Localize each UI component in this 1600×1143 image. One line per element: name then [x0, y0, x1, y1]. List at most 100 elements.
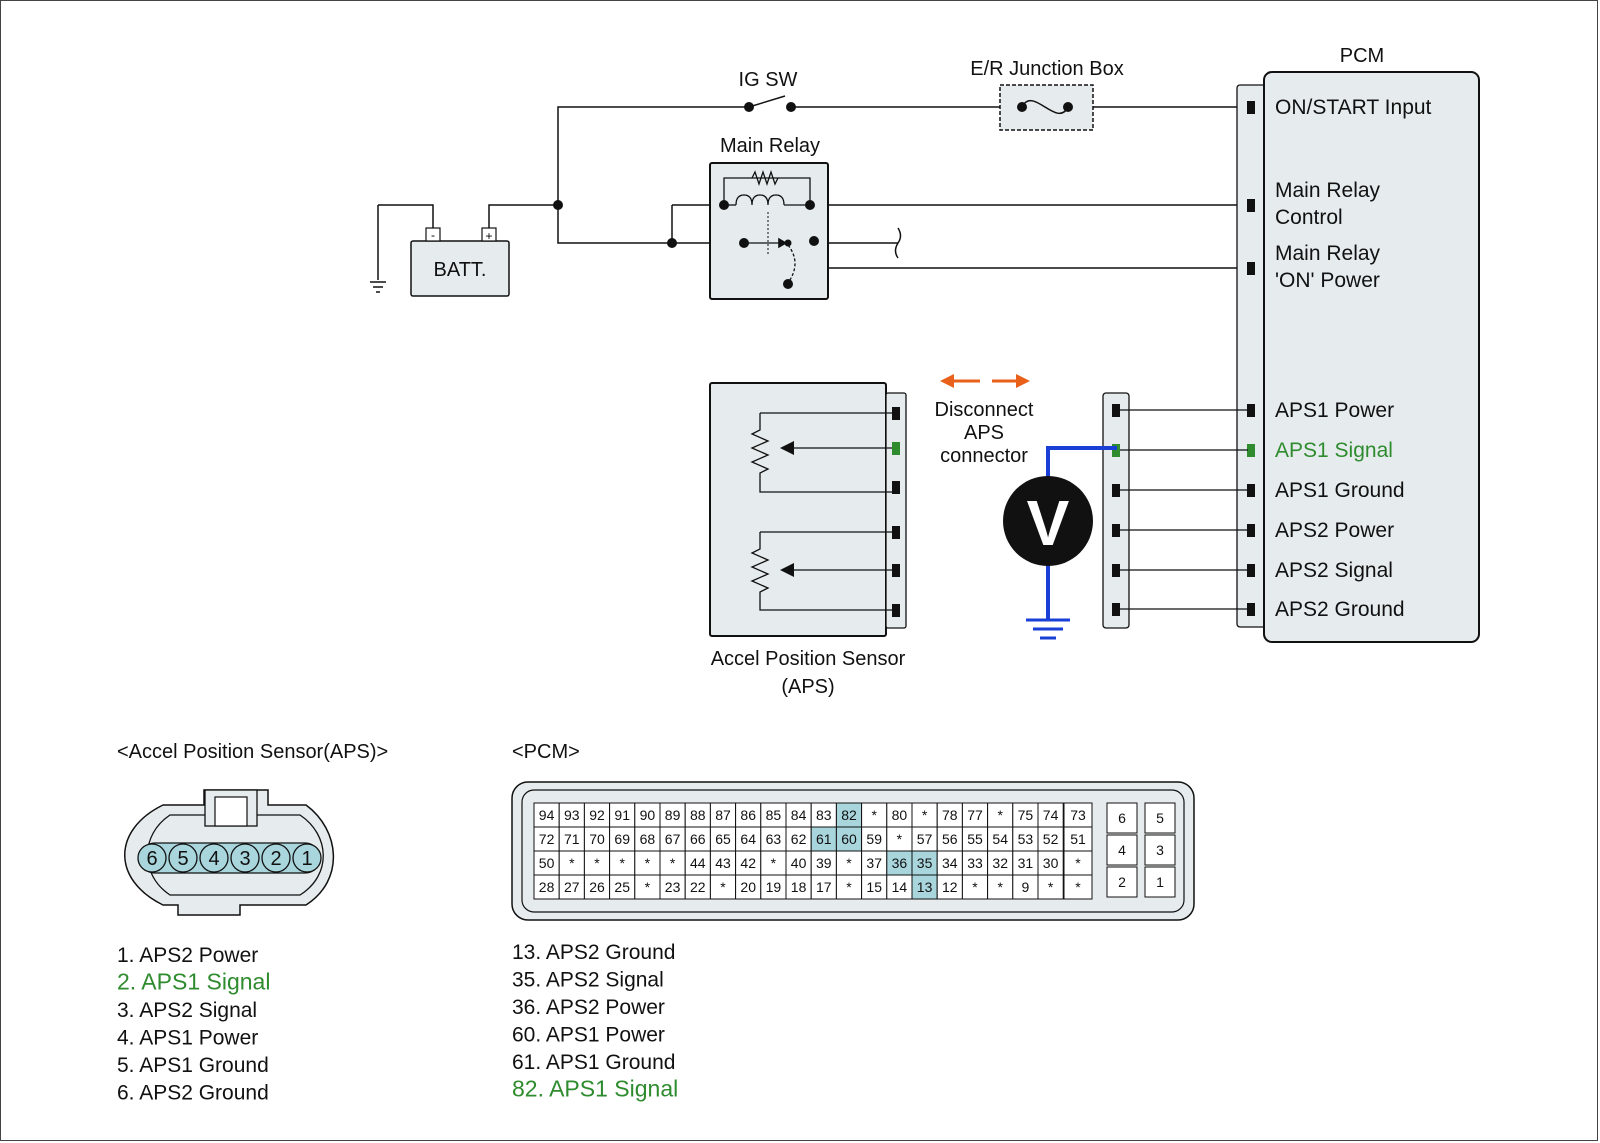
pcm-grid-cell-label: 32 — [992, 855, 1008, 871]
pcm-grid-cell: 13 — [911, 874, 938, 900]
aps-face-pin-number: 3 — [239, 848, 250, 870]
pcm-grid-cell-label: 18 — [791, 879, 807, 895]
aps-pin — [892, 564, 900, 577]
voltmeter-label: V — [1027, 487, 1070, 559]
pcm-grid-cell: * — [634, 874, 661, 900]
pcm-grid-cell-label: 72 — [539, 831, 555, 847]
pcm-grid-cell: 70 — [583, 826, 611, 852]
pcm-grid-cell: 82 — [835, 802, 863, 828]
pcm-grid-cell-label: 54 — [992, 831, 1008, 847]
pcm-grid-cell: 90 — [634, 802, 661, 828]
pcm-grid-cell: 94 — [533, 802, 560, 828]
pcm-grid-cell: 89 — [659, 802, 686, 828]
pcm-pin: APS2 Signal — [1247, 559, 1393, 582]
pcm-pin-label: APS1 Signal — [1275, 439, 1393, 462]
pcm-grid-cell-label: 53 — [1018, 831, 1034, 847]
pcm-pin: APS2 Ground — [1247, 598, 1405, 621]
pcm-grid-cell: 60 — [835, 826, 863, 852]
battery-label: BATT. — [434, 259, 487, 281]
pcm-grid-cell-label: 33 — [967, 855, 983, 871]
pcm-grid-cell-label: * — [846, 879, 852, 895]
pcm-grid-cell-label: * — [619, 855, 625, 871]
pcm-grid-cell-label: 13 — [917, 879, 933, 895]
pcm-grid-cell-label: 26 — [589, 879, 605, 895]
junction-box-fuse: E/R Junction Box — [970, 58, 1124, 131]
aps-face-pin-number: 5 — [177, 848, 188, 870]
pcm-grid-small-label: 1 — [1156, 874, 1164, 890]
pcm-grid-cell-label: 91 — [614, 807, 630, 823]
legend-item: 3. APS2 Signal — [117, 999, 257, 1022]
pcm-grid-cell-label: 52 — [1043, 831, 1059, 847]
pcm-grid-cell: 57 — [911, 826, 938, 852]
pcm-grid-cell-label: 71 — [564, 831, 580, 847]
aps-face-pin: 3 — [230, 843, 260, 873]
pcm-grid-side-cell: * — [1063, 850, 1093, 876]
pcm-grid-cell-label: 65 — [715, 831, 731, 847]
harness-pin — [1112, 564, 1120, 577]
pcm-grid-cell: 17 — [810, 874, 837, 900]
pcm-grid-cell: 71 — [558, 826, 585, 852]
pcm-grid-cell: 22 — [684, 874, 711, 900]
pcm-grid-cell-label: 93 — [564, 807, 580, 823]
pcm-grid-cell: 75 — [1012, 802, 1039, 828]
disconnect-label-2: APS — [964, 422, 1004, 444]
pcm-pin: APS2 Power — [1247, 519, 1394, 542]
battery-negative-terminal: - — [431, 228, 435, 242]
pcm-grid-cell-label: 82 — [841, 807, 857, 823]
pcm-pin-label: APS2 Signal — [1275, 559, 1393, 582]
main-relay-label: Main Relay — [720, 135, 820, 157]
pcm-grid-cell-label: 37 — [866, 855, 882, 871]
pcm-pin: APS1 Signal — [1247, 439, 1393, 462]
pcm-grid-cell-label: 69 — [614, 831, 630, 847]
pcm-grid-cell: 26 — [583, 874, 611, 900]
pcm-connector-heading: <PCM> — [512, 741, 580, 763]
pcm-grid-cell-label: 78 — [942, 807, 958, 823]
pcm-pin-label-line2: 'ON' Power — [1275, 269, 1380, 292]
pcm-grid-cell-label: * — [997, 879, 1003, 895]
pcm-grid-cell-label: 60 — [841, 831, 857, 847]
pcm-grid-cell-label: * — [645, 879, 651, 895]
aps-name-label: Accel Position Sensor — [711, 648, 906, 670]
pcm-grid-small-label: 6 — [1118, 810, 1126, 826]
pcm-pin: APS1 Power — [1247, 399, 1394, 422]
aps-pin — [892, 526, 900, 539]
pcm-grid-cell: 61 — [810, 826, 837, 852]
supply-wiring — [557, 106, 1248, 269]
aps-face-pin-number: 4 — [208, 848, 219, 870]
pcm-grid-cell: 20 — [735, 874, 762, 900]
pcm-grid-cell: 62 — [785, 826, 812, 852]
pcm-grid-side-label: 51 — [1070, 831, 1086, 847]
pcm-grid-cell-label: 86 — [740, 807, 756, 823]
pcm-module: PCM — [1236, 45, 1480, 643]
aps-face-pin: 6 — [137, 843, 167, 873]
pcm-grid-cell: 63 — [760, 826, 787, 852]
pcm-grid-cell-label: 39 — [816, 855, 832, 871]
pcm-grid-cell-label: 15 — [866, 879, 882, 895]
pcm-grid-cell-label: 50 — [539, 855, 555, 871]
disconnect-label-1: Disconnect — [935, 399, 1034, 421]
pcm-grid-cell-label: 67 — [665, 831, 681, 847]
pcm-grid-cell: 31 — [1012, 850, 1039, 876]
pcm-grid-cell: 28 — [533, 874, 560, 900]
aps-face-pin: 2 — [261, 843, 291, 873]
pcm-pin: Main Relay'ON' Power — [1247, 242, 1381, 292]
harness-pin — [1112, 444, 1120, 457]
pcm-grid-small-cell: 3 — [1144, 834, 1176, 866]
pcm-grid-cell: * — [835, 850, 863, 876]
pcm-grid-small-cell: 6 — [1106, 802, 1138, 834]
aps-pin — [892, 481, 900, 494]
pcm-grid-cell: 91 — [609, 802, 636, 828]
ig-switch-label: IG SW — [739, 69, 798, 91]
pcm-grid-cell: 9 — [1012, 874, 1039, 900]
ignition-switch: IG SW — [739, 69, 798, 112]
pcm-grid-small-label: 5 — [1156, 810, 1164, 826]
pcm-grid-cell-label: 62 — [791, 831, 807, 847]
pcm-grid-cell-label: 63 — [766, 831, 782, 847]
pcm-grid-cell: 66 — [684, 826, 711, 852]
pcm-grid-cell: 74 — [1037, 802, 1064, 828]
pcm-grid-cell-label: * — [897, 831, 903, 847]
